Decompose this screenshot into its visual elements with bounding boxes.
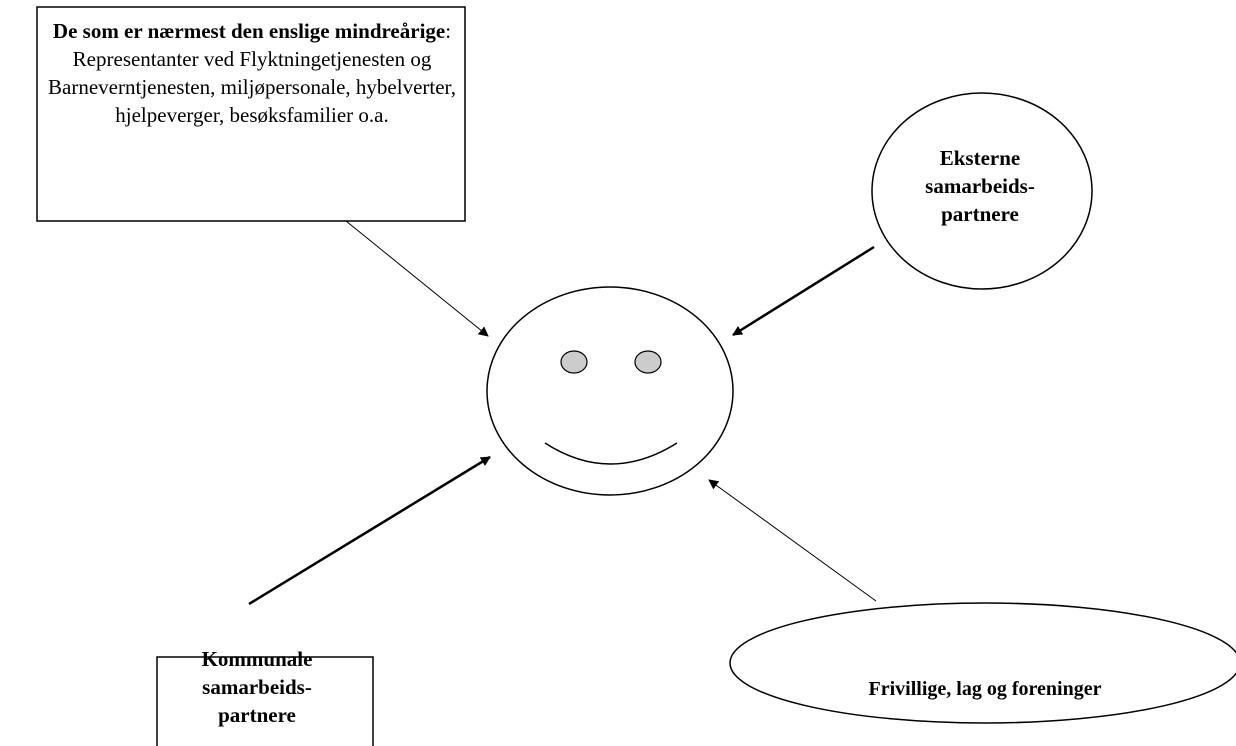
external-partners-line2: samarbeids- [925, 174, 1035, 198]
arrow-from-voluntary-organisations [708, 479, 877, 602]
smiley-face-icon [486, 286, 734, 496]
arrow-from-close-contacts [345, 220, 489, 337]
voluntary-organisations-text: Frivillige, lag og foreninger [730, 675, 1236, 703]
arrow-from-municipal-partners [248, 455, 491, 606]
close-contacts-box [36, 6, 466, 222]
external-partners-line3: partnere [941, 202, 1019, 226]
municipal-partners-text: Kommunale samarbeids- partnere [152, 645, 362, 729]
external-partners-text: Eksterne samarbeids- partnere [880, 144, 1080, 228]
smile-mouth-icon [544, 442, 678, 465]
voluntary-organisations-ellipse [729, 602, 1236, 724]
close-contacts-text: De som er nærmest den enslige mindreårig… [42, 17, 462, 129]
municipal-partners-line3: partnere [218, 703, 296, 727]
external-partners-line1: Eksterne [939, 146, 1021, 170]
left-eye-icon [560, 350, 588, 374]
right-eye-icon [634, 350, 662, 374]
municipal-partners-box [156, 656, 374, 746]
municipal-partners-line1: Kommunale [201, 647, 313, 671]
external-partners-ellipse [871, 92, 1093, 290]
close-contacts-description: : Representanter ved Flyktningetjenesten… [48, 19, 456, 127]
close-contacts-heading: De som er nærmest den enslige mindreårig… [52, 19, 446, 43]
municipal-partners-line2: samarbeids- [202, 675, 312, 699]
voluntary-organisations-label: Frivillige, lag og foreninger [868, 678, 1102, 700]
arrow-from-external-partners [732, 245, 875, 337]
